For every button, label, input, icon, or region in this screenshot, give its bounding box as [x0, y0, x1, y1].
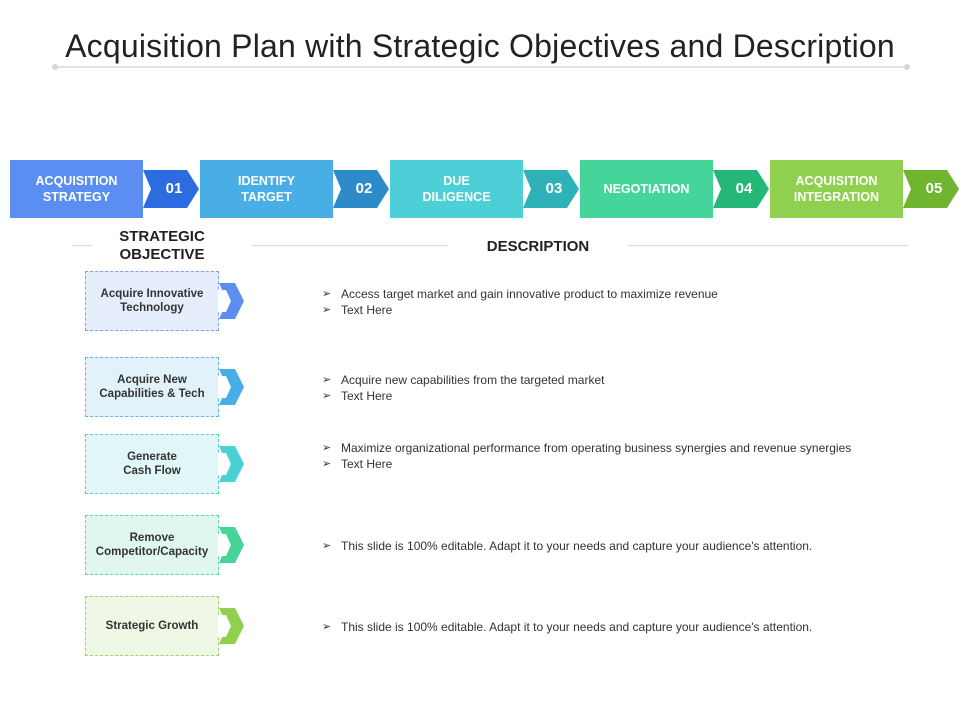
description-column-header: DESCRIPTION	[486, 238, 590, 255]
arrow-bullet-icon: ➢	[322, 458, 332, 470]
objective-box-3: Generate Cash Flow	[85, 434, 219, 494]
stage-box-4: NEGOTIATION	[580, 160, 713, 218]
stage-number-tag-5: 05	[903, 170, 960, 208]
description-bullet: ➢ Acquire new capabilities from the targe…	[322, 372, 862, 388]
description-bullet: ➢ Text Here	[322, 456, 862, 472]
arrow-bullet-icon: ➢	[322, 442, 332, 454]
description-text: Text Here	[341, 389, 393, 403]
stage-number: 05	[925, 180, 943, 197]
arrow-tag-icon	[333, 170, 389, 208]
arrow-bullet-icon: ➢	[322, 621, 332, 633]
header-rule-middle	[252, 245, 448, 246]
objective-box-5: Strategic Growth	[85, 596, 219, 656]
stage-number: 01	[165, 180, 183, 197]
description-text: Access target market and gain innovative…	[341, 287, 718, 301]
hexagon-connector-icon	[217, 525, 245, 565]
description-block-1: ➢ Access target market and gain innovativ…	[322, 286, 862, 318]
stage-box-2: IDENTIFY TARGET	[200, 160, 333, 218]
description-block-2: ➢ Acquire new capabilities from the targe…	[322, 372, 862, 404]
objective-column-header: STRATEGIC OBJECTIVE	[119, 228, 205, 263]
stage-box-1: ACQUISITION STRATEGY	[10, 160, 143, 218]
header-rule-right	[628, 245, 908, 246]
description-block-5: ➢ This slide is 100% editable. Adapt it t…	[322, 619, 862, 635]
description-bullet: ➢ Text Here	[322, 388, 862, 404]
description-bullet: ➢ This slide is 100% editable. Adapt it t…	[322, 619, 862, 635]
description-block-4: ➢ This slide is 100% editable. Adapt it t…	[322, 538, 862, 554]
description-text: Text Here	[341, 303, 393, 317]
stage-number: 03	[545, 180, 563, 197]
stage-number-tag-4: 04	[713, 170, 773, 208]
page-title: Acquisition Plan with Strategic Objectiv…	[65, 28, 895, 64]
description-bullet: ➢ This slide is 100% editable. Adapt it t…	[322, 538, 862, 554]
stage-number: 02	[355, 180, 373, 197]
description-text: Maximize organizational performance from…	[341, 441, 852, 455]
description-bullet: ➢ Access target market and gain innovativ…	[322, 286, 862, 302]
arrow-bullet-icon: ➢	[322, 304, 332, 316]
header-rule-left	[72, 245, 92, 246]
objective-box-2: Acquire New Capabilities & Tech	[85, 357, 219, 417]
description-text: Acquire new capabilities from the target…	[341, 373, 605, 387]
stage-number-tag-2: 02	[333, 170, 393, 208]
description-text: This slide is 100% editable. Adapt it to…	[341, 539, 813, 553]
title-divider	[52, 64, 910, 70]
objective-box-1: Acquire Innovative Technology	[85, 271, 219, 331]
stage-box-5: ACQUISITION INTEGRATION	[770, 160, 903, 218]
hexagon-connector-icon	[217, 444, 245, 484]
arrow-tag-icon	[523, 170, 579, 208]
objective-box-4: Remove Competitor/Capacity	[85, 515, 219, 575]
arrow-tag-icon	[903, 170, 959, 208]
arrow-tag-icon	[143, 170, 199, 208]
stage-box-3: DUE DILIGENCE	[390, 160, 523, 218]
arrow-bullet-icon: ➢	[322, 390, 332, 402]
hexagon-connector-icon	[217, 606, 245, 646]
description-text: This slide is 100% editable. Adapt it to…	[341, 620, 813, 634]
arrow-bullet-icon: ➢	[322, 374, 332, 386]
hexagon-connector-icon	[217, 367, 245, 407]
stage-number: 04	[735, 180, 753, 197]
description-bullet: ➢ Maximize organizational performance fro…	[322, 440, 862, 456]
arrow-tag-icon	[713, 170, 769, 208]
stage-number-tag-3: 03	[523, 170, 583, 208]
hexagon-connector-icon	[217, 281, 245, 321]
arrow-bullet-icon: ➢	[322, 288, 332, 300]
description-block-3: ➢ Maximize organizational performance fro…	[322, 440, 862, 472]
description-text: Text Here	[341, 457, 393, 471]
description-bullet: ➢ Text Here	[322, 302, 862, 318]
stage-number-tag-1: 01	[143, 170, 203, 208]
arrow-bullet-icon: ➢	[322, 540, 332, 552]
